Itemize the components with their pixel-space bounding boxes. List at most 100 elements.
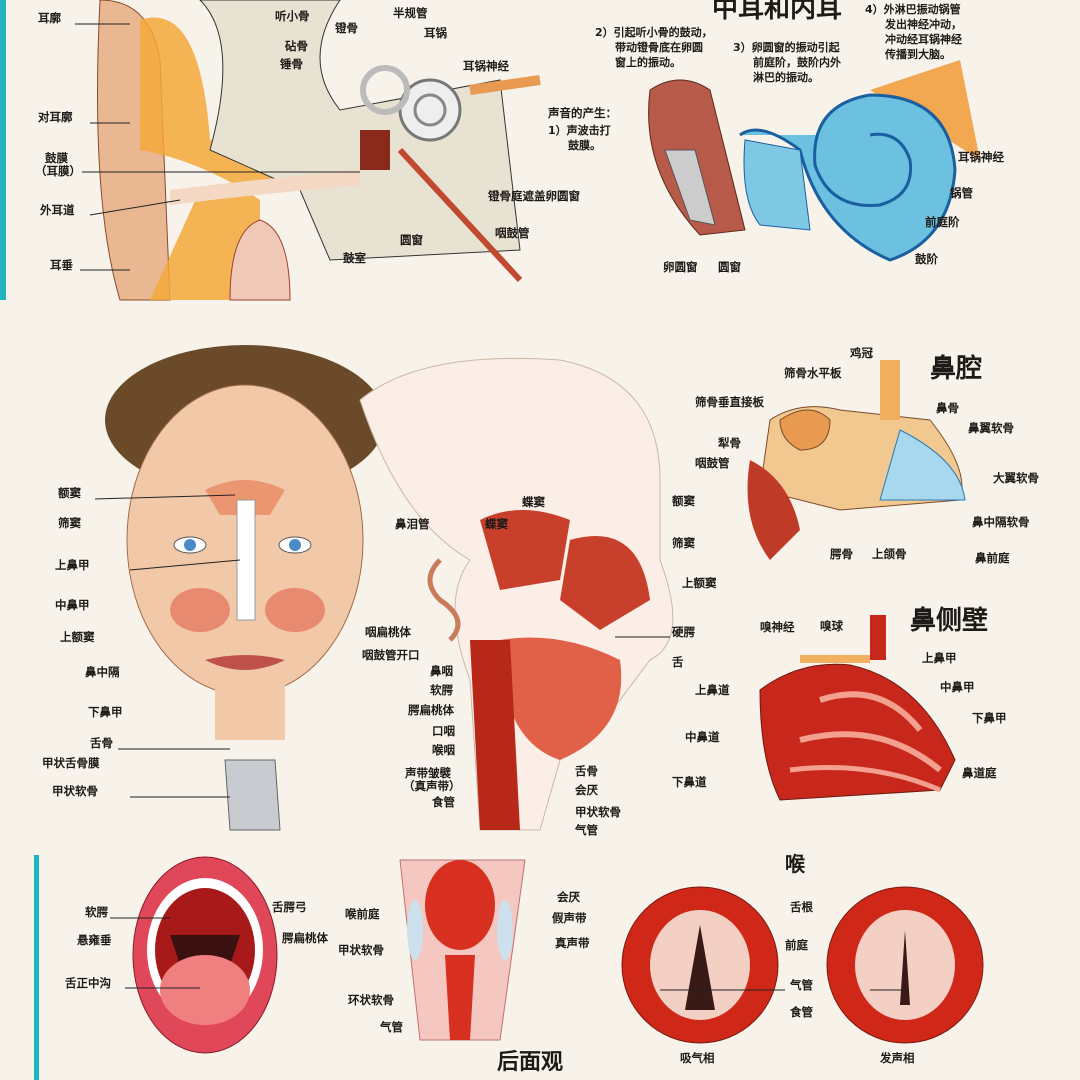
anatomy-label: 腭扁桃体: [408, 703, 454, 717]
larynx-inhale-illustration: [621, 886, 779, 1044]
anatomy-label: （耳膜）: [35, 164, 81, 178]
anatomy-label: 气管: [575, 823, 598, 837]
anatomy-label: 咽扁桃体: [365, 625, 411, 639]
anatomy-label: 气管: [380, 1020, 403, 1034]
anatomy-label: 甲状软骨: [338, 943, 384, 957]
sound-heading: 声音的产生：: [548, 106, 617, 120]
leader-lines: [75, 23, 905, 991]
anatomy-label: 蝶窦: [485, 517, 508, 531]
anatomy-label: 软腭: [430, 683, 453, 697]
step-3-text: 3）卵圆窗的振动引起前庭阶，鼓阶内外淋巴的振动。: [733, 41, 841, 84]
anatomy-label: 喉咽: [432, 743, 455, 757]
phonation-phase-caption: 发声相: [880, 1051, 915, 1065]
anatomy-label: 咽鼓管: [695, 456, 730, 470]
anatomy-label: 气管: [790, 978, 813, 992]
anatomy-label: 鼻咽: [430, 664, 453, 678]
inner-ear-illustration: [648, 60, 980, 262]
anatomy-label: 舌腭弓: [272, 900, 307, 914]
anatomy-label: 悬雍垂: [77, 933, 112, 947]
nasal-wall-title: 鼻侧壁: [910, 606, 989, 636]
anatomy-label: 砧骨: [285, 39, 308, 53]
anatomy-label: 舌正中沟: [65, 976, 111, 990]
back-view-title: 后面观: [497, 1049, 564, 1075]
step-1-text: 1）声波击打鼓膜。: [548, 124, 611, 152]
anatomy-label: 下鼻甲: [972, 711, 1007, 725]
anatomy-label: 额窦: [672, 494, 695, 508]
anatomy-label: 鼻骨: [936, 401, 959, 415]
anatomy-label: 舌骨: [90, 736, 113, 750]
anatomy-label: 上鼻道: [695, 683, 730, 697]
anatomy-label: 腭骨: [830, 547, 853, 561]
larynx-title: 喉: [785, 852, 805, 876]
larynx-phonation-illustration: [826, 886, 984, 1044]
anatomy-label: 会厌: [575, 783, 598, 797]
teal-divider-line: [34, 855, 39, 1080]
anatomy-label: 口咽: [432, 724, 455, 738]
anatomy-label: 甲状软骨: [575, 805, 621, 819]
anatomy-label: 前庭阶: [925, 215, 960, 229]
anatomy-label: 鼻中隔: [85, 665, 120, 679]
anatomy-label: 鼻前庭: [975, 551, 1010, 565]
anatomy-label: 听小骨: [275, 9, 310, 23]
anatomy-label: 假声带: [552, 911, 587, 925]
anatomy-label: 鼻泪管: [395, 517, 430, 531]
anatomy-label: 对耳廓: [38, 110, 73, 124]
anatomy-label: 额窦: [58, 486, 81, 500]
anatomy-label: 圆窗: [718, 260, 741, 274]
inner-ear-title: 中耳和内耳: [712, 0, 843, 24]
anatomy-label: 下鼻甲: [88, 705, 123, 719]
anatomy-label: 上颌骨: [872, 547, 907, 561]
anatomy-label: 锅管: [950, 186, 973, 200]
anatomy-label: 甲状舌骨膜: [42, 756, 100, 770]
anatomy-label: 前庭: [785, 938, 808, 952]
nasal-cavity-title: 鼻腔: [930, 354, 983, 384]
anatomy-label: 舌骨: [575, 764, 598, 778]
anatomy-label: 鼓室: [343, 251, 366, 265]
anatomy-label: 鸡冠: [850, 346, 873, 360]
anatomy-label: 硬腭: [672, 625, 695, 639]
anatomy-label: 上鼻甲: [922, 651, 957, 665]
anatomy-label: （真声带）: [403, 779, 461, 793]
anatomy-label: 耳锅神经: [463, 59, 509, 73]
anatomy-label: 蝶窦: [522, 495, 545, 509]
anatomy-label: 中鼻甲: [940, 680, 975, 694]
anatomy-label: 鼓阶: [915, 252, 938, 266]
anatomy-label: 鼓膜: [45, 151, 68, 165]
anatomy-label: 食管: [432, 795, 455, 809]
anatomy-label: 鼻翼软骨: [968, 421, 1014, 435]
anatomy-label: 上额窦: [60, 630, 95, 644]
anatomy-label: 耳锅神经: [958, 150, 1004, 164]
outer-ear-illustration: [97, 0, 541, 301]
anatomy-label: 咽鼓管开口: [362, 648, 420, 662]
anatomy-label: 筛窦: [672, 536, 695, 550]
step-2-text: 2）引起听小骨的鼓动，带动镫骨底在卵圆窗上的振动。: [595, 26, 713, 69]
anatomy-label: 鼻道庭: [962, 766, 997, 780]
anatomy-label: 咽鼓管: [495, 226, 530, 240]
left-teal-border: [0, 0, 6, 300]
anatomy-label: 筛骨垂直接板: [695, 395, 764, 409]
anatomy-label: 耳锅: [424, 26, 447, 40]
anatomy-label: 食管: [790, 1005, 813, 1019]
anatomy-label: 上鼻甲: [55, 558, 90, 572]
anatomy-label: 中鼻道: [685, 730, 720, 744]
anatomy-label: 筛骨水平板: [784, 366, 842, 380]
anatomy-label: 嗅球: [820, 619, 843, 633]
sagittal-head-illustration: [359, 357, 674, 831]
anatomy-label: 喉前庭: [345, 907, 380, 921]
larynx-back-view-illustration: [399, 859, 526, 1041]
anatomy-label: 上额窦: [682, 576, 717, 590]
anatomy-label: 真声带: [555, 936, 590, 950]
nasal-wall-illustration: [759, 615, 956, 801]
anatomy-label: 外耳道: [40, 203, 75, 217]
open-mouth-illustration: [132, 856, 278, 1054]
anatomy-label: 鼻中隔软骨: [972, 515, 1030, 529]
anatomy-label: 中鼻甲: [55, 598, 90, 612]
anatomy-label: 舌: [672, 655, 684, 669]
anatomy-label: 声带皱襞: [405, 766, 451, 780]
anatomy-label: 腭扁桃体: [282, 931, 328, 945]
anatomy-label: 镫骨: [335, 21, 358, 35]
nasal-cavity-illustration: [747, 360, 966, 560]
anatomy-label: 舌根: [790, 900, 813, 914]
anatomy-label: 犁骨: [718, 436, 741, 450]
anatomy-label: 卵圆窗: [663, 260, 698, 274]
